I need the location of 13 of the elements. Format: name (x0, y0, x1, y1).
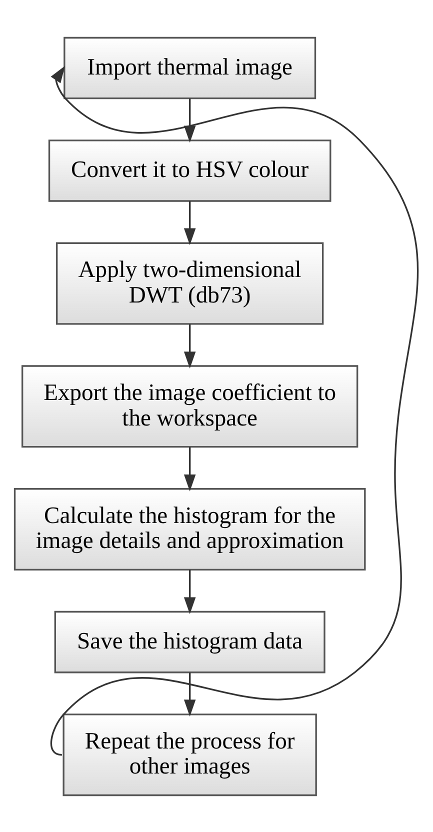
arrow (184, 98, 196, 142)
node-box: Repeat the process for other images (62, 713, 317, 796)
node-box: Calculate the histogram for the image details and approximation (14, 488, 366, 570)
arrow (184, 324, 196, 368)
node-box: Save the histogram data (54, 610, 326, 673)
arrow (184, 672, 196, 716)
arrow (184, 569, 196, 614)
node-box: Export the image coefficient to the workspace (22, 364, 358, 448)
node-box: Apply two-dimensional DWT (db73) (56, 242, 324, 324)
node-box: Import thermal image (64, 36, 316, 99)
arrow (184, 200, 196, 245)
node-box: Convert it to HSV colour (48, 139, 332, 202)
arrow (184, 446, 196, 491)
